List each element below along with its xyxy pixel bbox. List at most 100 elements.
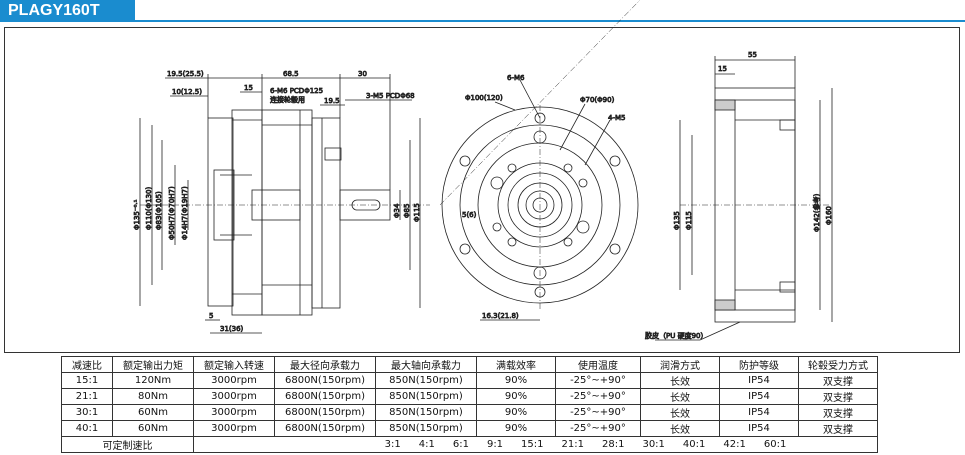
right-view	[655, 56, 833, 341]
col-header: 最大径向承载力	[274, 356, 376, 373]
label-6m6: 6-M6	[507, 74, 525, 82]
table-cell: 21:1	[61, 388, 113, 405]
table-cell: 双支撑	[798, 388, 878, 405]
table-cell: 850N(150rpm)	[375, 420, 477, 437]
note-m5: 3-M5 PCDΦ68	[366, 92, 415, 100]
dia-50: Φ50H7(Φ70H7)	[168, 186, 176, 240]
table-cell: 双支撑	[798, 420, 878, 437]
col-header: 轮毂受力方式	[798, 356, 878, 373]
table-cell: -25°~+90°	[555, 420, 641, 437]
table-cell: 40:1	[61, 420, 113, 437]
custom-ratio-label: 可定制速比	[61, 436, 194, 453]
table-cell: 长效	[640, 404, 720, 421]
table-cell: 120Nm	[112, 372, 194, 389]
table-cell: 6800N(150rpm)	[274, 404, 376, 421]
label-5: 5(6)	[462, 211, 477, 219]
note-holes: 6-M6 PCDΦ125	[270, 87, 323, 95]
table-cell: 30:1	[61, 404, 113, 421]
table-cell: 90%	[476, 404, 556, 421]
custom-ratio: 6:1	[452, 439, 469, 450]
label-phi100: Φ100(120)	[465, 94, 503, 102]
dia-110: Φ110(Φ130)	[145, 187, 153, 230]
dia-135: Φ135⁻⁰·¹	[133, 199, 141, 230]
col-header: 润滑方式	[640, 356, 720, 373]
custom-ratio: 9:1	[486, 439, 504, 450]
dia-115: Φ115	[413, 203, 421, 222]
side-view	[139, 74, 430, 334]
dim-19-5: 19.5(25.5)	[167, 70, 204, 78]
custom-ratio: 42:1	[723, 439, 746, 450]
custom-ratio: 15:1	[521, 439, 544, 450]
dim-15-right: 15	[718, 65, 727, 73]
table-cell: 850N(150rpm)	[375, 404, 477, 421]
dia-160: Φ160	[825, 206, 833, 225]
dim-30: 30	[358, 70, 367, 78]
dia-85: Φ85	[403, 204, 411, 218]
dia-115-right: Φ115	[685, 211, 693, 230]
col-header: 防护等级	[719, 356, 799, 373]
dim-5: 5	[209, 312, 213, 320]
col-header: 使用温度	[555, 356, 641, 373]
note-holes-sub: 连接轮毂用	[270, 95, 305, 104]
table-cell: 长效	[640, 420, 720, 437]
note-tire: 胶皮（PU 硬度90）	[645, 331, 707, 340]
table-header-row: 减速比 额定输出力矩 额定输入转速 最大径向承载力 最大轴向承载力 满载效率 使…	[61, 356, 878, 373]
table-cell: 6800N(150rpm)	[274, 388, 376, 405]
dim-68-5: 68.5	[283, 70, 299, 78]
custom-ratio: 21:1	[561, 439, 584, 450]
custom-ratio: 28:1	[601, 439, 625, 450]
dim-19-5b: 19.5	[324, 97, 340, 105]
col-header: 最大轴向承载力	[375, 356, 477, 373]
table-cell: 3000rpm	[193, 420, 275, 437]
label-4m5: 4-M5	[608, 114, 625, 122]
dim-55: 55	[748, 51, 757, 59]
custom-ratio: 30:1	[642, 439, 665, 450]
col-header: 额定输出力矩	[112, 356, 194, 373]
dia-142: Φ142(参考)	[812, 193, 821, 232]
col-header: 满载效率	[476, 356, 556, 373]
dim-10: 10(12.5)	[172, 88, 202, 96]
table-cell: IP54	[719, 388, 799, 405]
spec-table: 减速比 额定输出力矩 额定输入转速 最大径向承载力 最大轴向承载力 满载效率 使…	[61, 356, 878, 453]
dia-135-right: Φ135	[673, 211, 681, 230]
table-cell: 3000rpm	[193, 372, 275, 389]
table-cell: IP54	[719, 372, 799, 389]
table-cell: 90%	[476, 372, 556, 389]
table-cell: -25°~+90°	[555, 388, 641, 405]
table-cell: 6800N(150rpm)	[274, 372, 376, 389]
table-cell: 90%	[476, 388, 556, 405]
dia-83: Φ83(Φ105)	[155, 191, 163, 230]
table-cell: 60Nm	[112, 420, 194, 437]
table-cell: 长效	[640, 388, 720, 405]
dim-15: 15	[244, 84, 253, 92]
table-cell: 15:1	[61, 372, 113, 389]
table-cell: IP54	[719, 420, 799, 437]
dia-34: Φ34	[393, 203, 401, 218]
dim-31: 31(36)	[220, 325, 244, 333]
custom-ratio: 60:1	[763, 439, 787, 450]
header-rule	[0, 20, 965, 22]
dia-14: Φ14H7(Φ19H7)	[181, 186, 189, 240]
table-cell: 长效	[640, 372, 720, 389]
col-header: 额定输入转速	[193, 356, 275, 373]
col-header: 减速比	[61, 356, 113, 373]
table-cell: 双支撑	[798, 404, 878, 421]
table-cell: -25°~+90°	[555, 404, 641, 421]
custom-ratio: 3:1	[384, 439, 401, 450]
table-cell: 3000rpm	[193, 388, 275, 405]
table-cell: 850N(150rpm)	[375, 372, 477, 389]
table-cell: 双支撑	[798, 372, 878, 389]
drawing-frame	[4, 27, 960, 353]
model-title: PLAGY160T	[0, 0, 135, 22]
table-cell: 6800N(150rpm)	[274, 420, 376, 437]
table-cell: 90%	[476, 420, 556, 437]
table-cell: -25°~+90°	[555, 372, 641, 389]
table-cell: IP54	[719, 404, 799, 421]
